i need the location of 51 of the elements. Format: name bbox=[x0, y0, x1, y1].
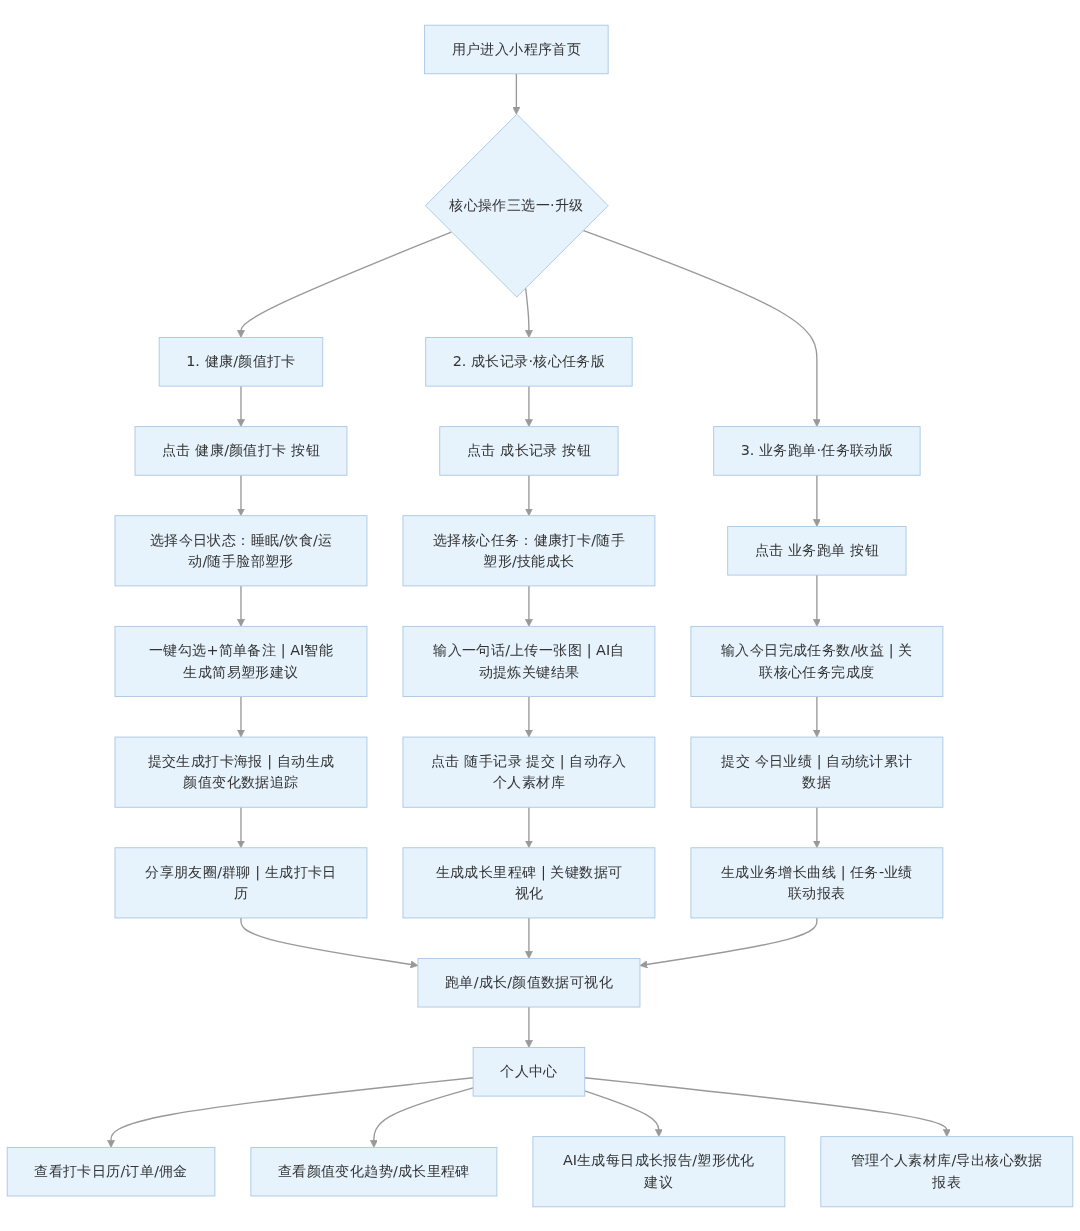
arrow bbox=[524, 916, 533, 959]
arrow bbox=[524, 384, 533, 427]
arrow bbox=[584, 1089, 663, 1137]
arrow bbox=[524, 286, 533, 338]
node-box: 生成成长里程碑 | 关键数据可视化 bbox=[402, 846, 656, 918]
node-box: 点击 业务跑单 按钮 bbox=[727, 525, 907, 576]
arrow bbox=[524, 584, 533, 627]
arrow bbox=[524, 474, 533, 516]
arrow bbox=[812, 573, 821, 627]
node-diamond: 核心操作三选一·升级 bbox=[425, 113, 609, 297]
arrow bbox=[812, 806, 821, 848]
arrow bbox=[237, 695, 245, 737]
arrow bbox=[584, 1076, 951, 1137]
node-box: 点击 成长记录 按钮 bbox=[439, 425, 619, 476]
arrow bbox=[524, 695, 533, 737]
node-box: 个人中心 bbox=[472, 1046, 586, 1097]
node-box: 管理个人素材库/导出核心数据报表 bbox=[820, 1135, 1074, 1207]
node-box: 点击 随手记录 提交 | 自动存入个人素材库 bbox=[402, 736, 656, 808]
arrow bbox=[582, 229, 821, 427]
node-box: 3. 业务跑单·任务联动版 bbox=[713, 425, 921, 476]
node-box: 1. 健康/颜值打卡 bbox=[158, 336, 324, 387]
node-box: 查看颜值变化趋势/成长里程碑 bbox=[250, 1146, 498, 1196]
node-box: 点击 健康/颜值打卡 按钮 bbox=[134, 425, 348, 476]
node-box: 输入一句话/上传一张图 | AI自动提炼关键结果 bbox=[402, 625, 656, 697]
node-box: 2. 成长记录·核心任务版 bbox=[425, 336, 633, 387]
arrow bbox=[107, 1076, 474, 1148]
arrow bbox=[237, 384, 245, 427]
node-box: 选择今日状态：睡眠/饮食/运动/随手脸部塑形 bbox=[114, 514, 368, 586]
arrow bbox=[812, 474, 821, 527]
node-box: 一键勾选+简单备注 | AI智能生成简易塑形建议 bbox=[114, 625, 368, 697]
arrow bbox=[369, 1086, 474, 1148]
node-box: 提交 今日业绩 | 自动统计累计数据 bbox=[690, 736, 944, 808]
arrow bbox=[524, 806, 533, 848]
node-box: 生成业务增长曲线 | 任务-业绩联动报表 bbox=[690, 846, 944, 918]
node-box: 分享朋友圈/群聊 | 生成打卡日历 bbox=[114, 846, 368, 918]
node-box: AI生成每日成长报告/塑形优化建议 bbox=[532, 1135, 786, 1207]
arrow bbox=[812, 695, 821, 737]
arrow bbox=[240, 916, 419, 968]
node-box: 选择核心任务：健康打卡/随手塑形/技能成长 bbox=[402, 514, 656, 586]
arrow bbox=[237, 474, 245, 516]
arrow bbox=[237, 230, 453, 338]
arrow bbox=[524, 1005, 533, 1048]
node-box: 用户进入小程序首页 bbox=[424, 24, 609, 74]
node-box: 提交生成打卡海报 | 自动生成颜值变化数据追踪 bbox=[114, 736, 368, 808]
node-box: 跑单/成长/颜值数据可视化 bbox=[417, 957, 641, 1007]
arrow bbox=[237, 584, 245, 627]
arrow bbox=[237, 806, 245, 848]
arrow bbox=[512, 72, 521, 115]
node-box: 查看打卡日历/订单/佣金 bbox=[6, 1146, 216, 1196]
arrow bbox=[639, 916, 818, 968]
node-box: 输入今日完成任务数/收益 | 关联核心任务完成度 bbox=[690, 625, 944, 697]
